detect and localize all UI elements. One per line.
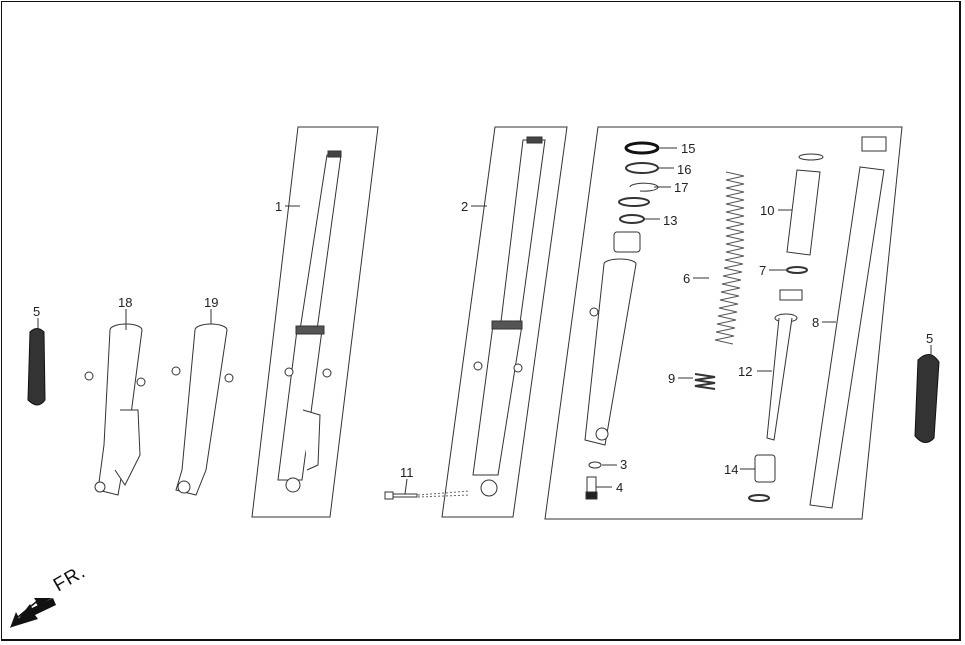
dust-seal-16-icon xyxy=(625,162,659,174)
front-arrow-icon xyxy=(10,598,56,628)
spacer-10-icon xyxy=(786,153,824,256)
bushing-14-icon xyxy=(754,454,776,483)
washer-3-icon xyxy=(588,461,602,469)
callout-c7: 7 xyxy=(759,263,767,278)
callout-c15: 15 xyxy=(681,141,696,156)
bolt-11-icon xyxy=(384,490,471,500)
callout-c1: 1 xyxy=(275,199,283,214)
callout-c16: 16 xyxy=(677,162,692,177)
outer-tube-icon xyxy=(584,258,637,446)
callout-c2: 2 xyxy=(461,199,469,214)
callout-c19: 19 xyxy=(204,295,219,310)
reflector-right-icon xyxy=(914,354,940,443)
callout-c4: 4 xyxy=(616,480,624,495)
outer-tube-19-icon xyxy=(171,323,234,496)
assembly-1-frame xyxy=(251,126,379,518)
spring-6-icon xyxy=(714,171,745,345)
assembly-2-frame xyxy=(441,126,568,518)
damper-rod-12-icon xyxy=(766,313,798,441)
callout-c5b: 5 xyxy=(926,331,934,346)
callout-c11: 11 xyxy=(400,465,414,480)
fork-assembly-1-icon xyxy=(277,150,342,493)
bushing-small-icon xyxy=(779,289,803,301)
reflector-left-icon xyxy=(27,328,46,406)
callout-c5a: 5 xyxy=(33,304,41,319)
outer-tube-18-icon xyxy=(84,323,146,496)
callout-c18: 18 xyxy=(118,295,133,310)
callout-c13: 13 xyxy=(663,213,678,228)
callout-c14: 14 xyxy=(724,462,739,477)
ring-icon xyxy=(618,197,650,207)
bushing-icon xyxy=(613,231,641,253)
callout-c3: 3 xyxy=(620,457,628,472)
spring-9-icon xyxy=(694,373,716,390)
components-frame xyxy=(544,126,903,520)
washer-13-icon xyxy=(619,214,645,224)
callout-c10: 10 xyxy=(760,203,775,218)
callout-c12: 12 xyxy=(738,364,753,379)
callout-c6: 6 xyxy=(683,271,691,286)
oil-seal-15-icon xyxy=(624,141,660,155)
callout-c9: 9 xyxy=(668,371,676,386)
washer-7-icon xyxy=(786,266,808,274)
inner-tube-8-icon xyxy=(809,136,887,509)
callout-c8: 8 xyxy=(812,315,820,330)
ring-bottom-icon xyxy=(748,494,770,502)
fork-assembly-2-icon xyxy=(472,136,546,497)
clip-17-icon xyxy=(629,182,659,192)
callout-c17: 17 xyxy=(674,180,689,195)
drain-bolt-4-icon xyxy=(585,476,598,500)
